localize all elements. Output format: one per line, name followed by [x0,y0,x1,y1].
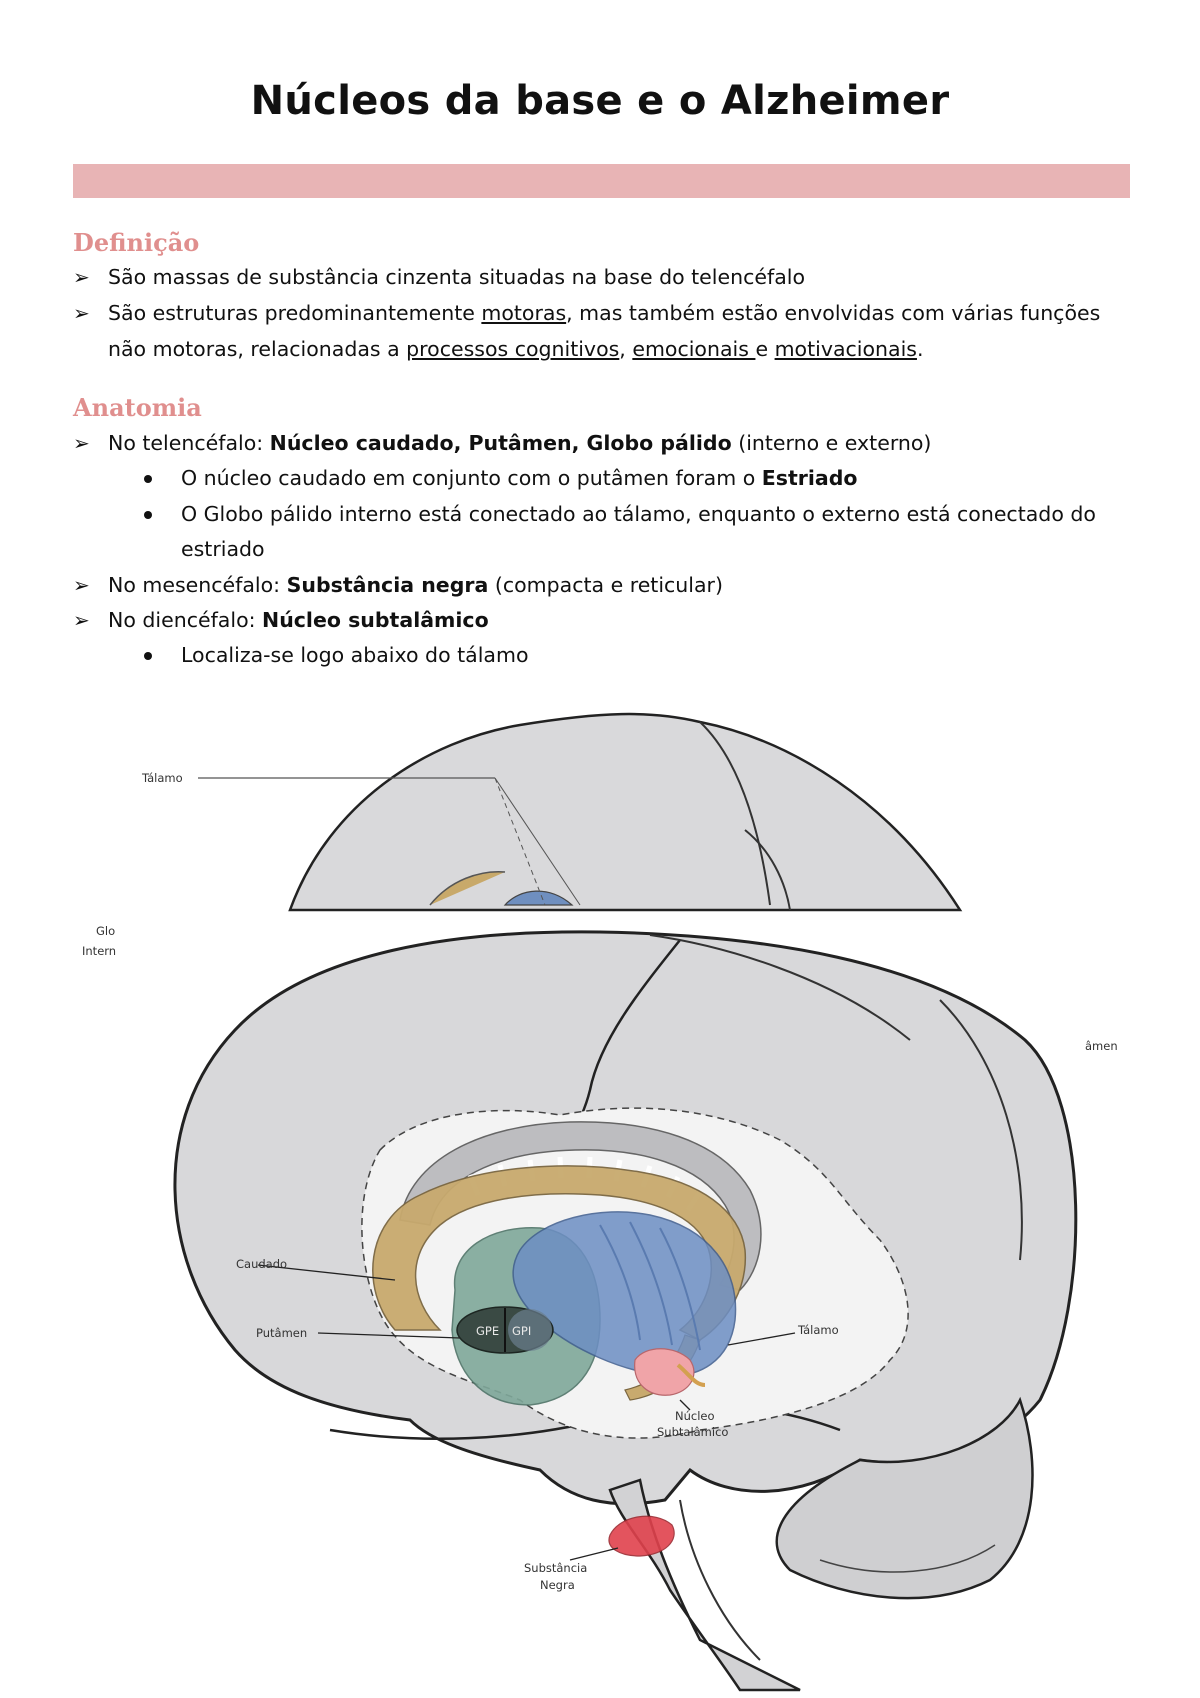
section-heading-definicao: Definição [73,228,200,257]
label-intern-crop: Intern [82,944,116,958]
label-negra: Negra [540,1578,575,1592]
definicao-bullet-2-line-2: não motoras, relacionadas a processos co… [108,337,924,361]
bullet-dot-icon [144,475,152,483]
arrow-bullet-icon: ➢ [73,301,90,325]
arrow-bullet-icon: ➢ [73,265,90,289]
anatomia-sub-globo-line-1: O Globo pálido interno está conectado ao… [181,502,1096,526]
arrow-bullet-icon: ➢ [73,573,90,597]
anatomia-bullet-diencefalo: No diencéfalo: Núcleo subtalâmico [108,608,489,632]
label-talamo-top: Tálamo [141,771,183,785]
definicao-bullet-1: São massas de substância cinzenta situad… [108,265,805,289]
top-brain-crop: Tálamo [141,712,963,912]
main-brain: GPE GPI Caudado Putâmen Tálamo Núcleo Su… [173,930,1078,1692]
page-title: Núcleos da base e o Alzheimer [250,78,950,124]
anatomia-sub-subtalamico: Localiza-se logo abaixo do tálamo [181,643,529,667]
definicao-bullet-2-line-1: São estruturas predominantemente motoras… [108,301,1101,325]
anatomia-sub-estriado: O núcleo caudado em conjunto com o putâm… [181,466,858,490]
bullet-dot-icon [144,652,152,660]
anatomia-sub-globo-line-2: estriado [181,537,265,561]
anatomia-bullet-mesencefalo: No mesencéfalo: Substância negra (compac… [108,573,723,597]
label-talamo: Tálamo [797,1323,839,1337]
label-gpe: GPE [476,1324,499,1338]
arrow-bullet-icon: ➢ [73,431,90,455]
label-putamen: Putâmen [256,1326,307,1340]
label-amen-crop: âmen [1085,1039,1118,1053]
section-heading-anatomia: Anatomia [73,393,202,422]
bullet-dot-icon [144,511,152,519]
label-subtalamico: Subtalâmico [657,1425,728,1439]
label-gpi: GPI [512,1324,531,1338]
anatomia-bullet-telencefalo: No telencéfalo: Núcleo caudado, Putâmen,… [108,431,932,455]
label-substancia: Substância [524,1561,587,1575]
label-glo-crop: Glo [96,924,115,938]
brain-figure: Tálamo Glo Intern âmen [82,712,1118,1692]
arrow-bullet-icon: ➢ [73,608,90,632]
label-caudado: Caudado [236,1257,287,1271]
label-nucleo: Núcleo [675,1409,715,1423]
title-band [73,164,1130,198]
